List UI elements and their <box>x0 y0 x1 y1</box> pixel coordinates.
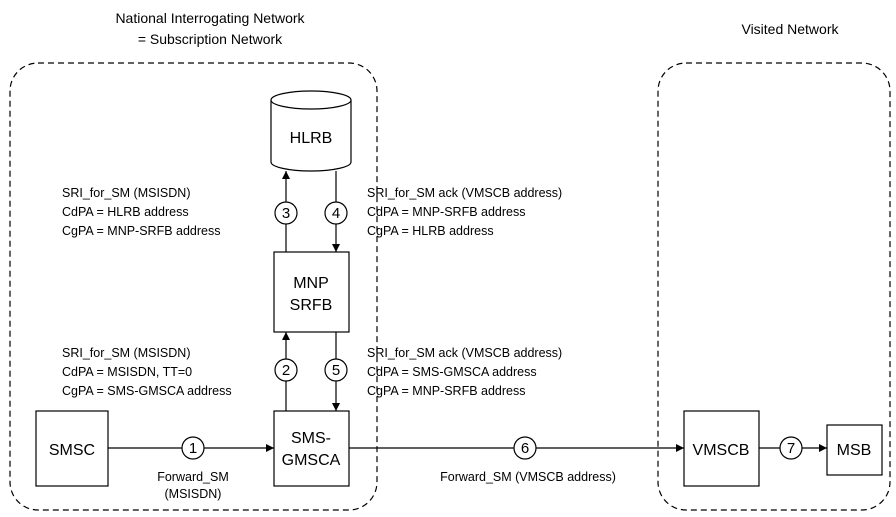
svg-text:6: 6 <box>521 440 529 457</box>
mnp-label-line1: MNP <box>293 275 329 292</box>
msg5-line1: SRI_for_SM ack (VMSCB address) <box>367 346 562 360</box>
svg-text:4: 4 <box>332 205 340 222</box>
svg-text:2: 2 <box>282 362 290 379</box>
step-marker-6: 6 <box>513 436 537 460</box>
mnp-label-line2: SRFB <box>290 297 333 314</box>
home-network-region <box>9 62 378 511</box>
msg1-line1: Forward_SM <box>157 470 229 484</box>
vmscb-node: VMSCB <box>683 410 760 487</box>
svg-text:7: 7 <box>787 440 795 457</box>
hlrb-database: HLRB <box>270 90 352 172</box>
svg-text:5: 5 <box>332 362 340 379</box>
step-marker-7: 7 <box>779 436 803 460</box>
gmsca-label-line1: SMS- <box>291 430 331 447</box>
step-marker-5: 5 <box>324 358 348 382</box>
msg2-line1: SRI_for_SM (MSISDN) <box>62 346 191 360</box>
step-marker-3: 3 <box>274 201 298 225</box>
msg4-line1: SRI_for_SM ack (VMSCB address) <box>367 186 562 200</box>
msg3-line2: CdPA = HLRB address <box>62 205 189 219</box>
smsc-label: SMSC <box>49 442 95 459</box>
msg5-line2: CdPA = SMS-GMSCA address <box>367 365 537 379</box>
smsc-node: SMSC <box>35 410 109 487</box>
msg2-line2: CdPA = MSISDN, TT=0 <box>62 365 192 379</box>
hlrb-label: HLRB <box>290 130 333 147</box>
home-network-title-line1: National Interrogating Network <box>115 10 305 26</box>
visited-network-title: Visited Network <box>741 21 839 37</box>
vmscb-label: VMSCB <box>693 442 750 459</box>
msb-node: MSB <box>826 424 883 476</box>
msb-label: MSB <box>837 442 872 459</box>
msg4-line2: CdPA = MNP-SRFB address <box>367 205 526 219</box>
visited-network-region <box>657 62 891 511</box>
step-marker-1: 1 <box>181 436 205 460</box>
msg3-line1: SRI_for_SM (MSISDN) <box>62 186 191 200</box>
msg5-line3: CgPA = MNP-SRFB address <box>367 384 526 398</box>
home-network-title-line2: = Subscription Network <box>138 31 283 47</box>
msg3-line3: CgPA = MNP-SRFB address <box>62 224 221 238</box>
msg2-line3: CgPA = SMS-GMSCA address <box>62 384 232 398</box>
svg-text:3: 3 <box>282 205 290 222</box>
sms-gmsca-node: SMS- GMSCA <box>273 410 350 487</box>
msg6-line1: Forward_SM (VMSCB address) <box>440 470 616 484</box>
msg1-line2: (MSISDN) <box>165 487 222 501</box>
mnp-srfb-node: MNP SRFB <box>273 251 350 333</box>
step-marker-2: 2 <box>274 358 298 382</box>
svg-text:1: 1 <box>189 440 197 457</box>
step-marker-4: 4 <box>324 201 348 225</box>
gmsca-label-line2: GMSCA <box>282 452 341 469</box>
msg4-line3: CgPA = HLRB address <box>367 224 494 238</box>
